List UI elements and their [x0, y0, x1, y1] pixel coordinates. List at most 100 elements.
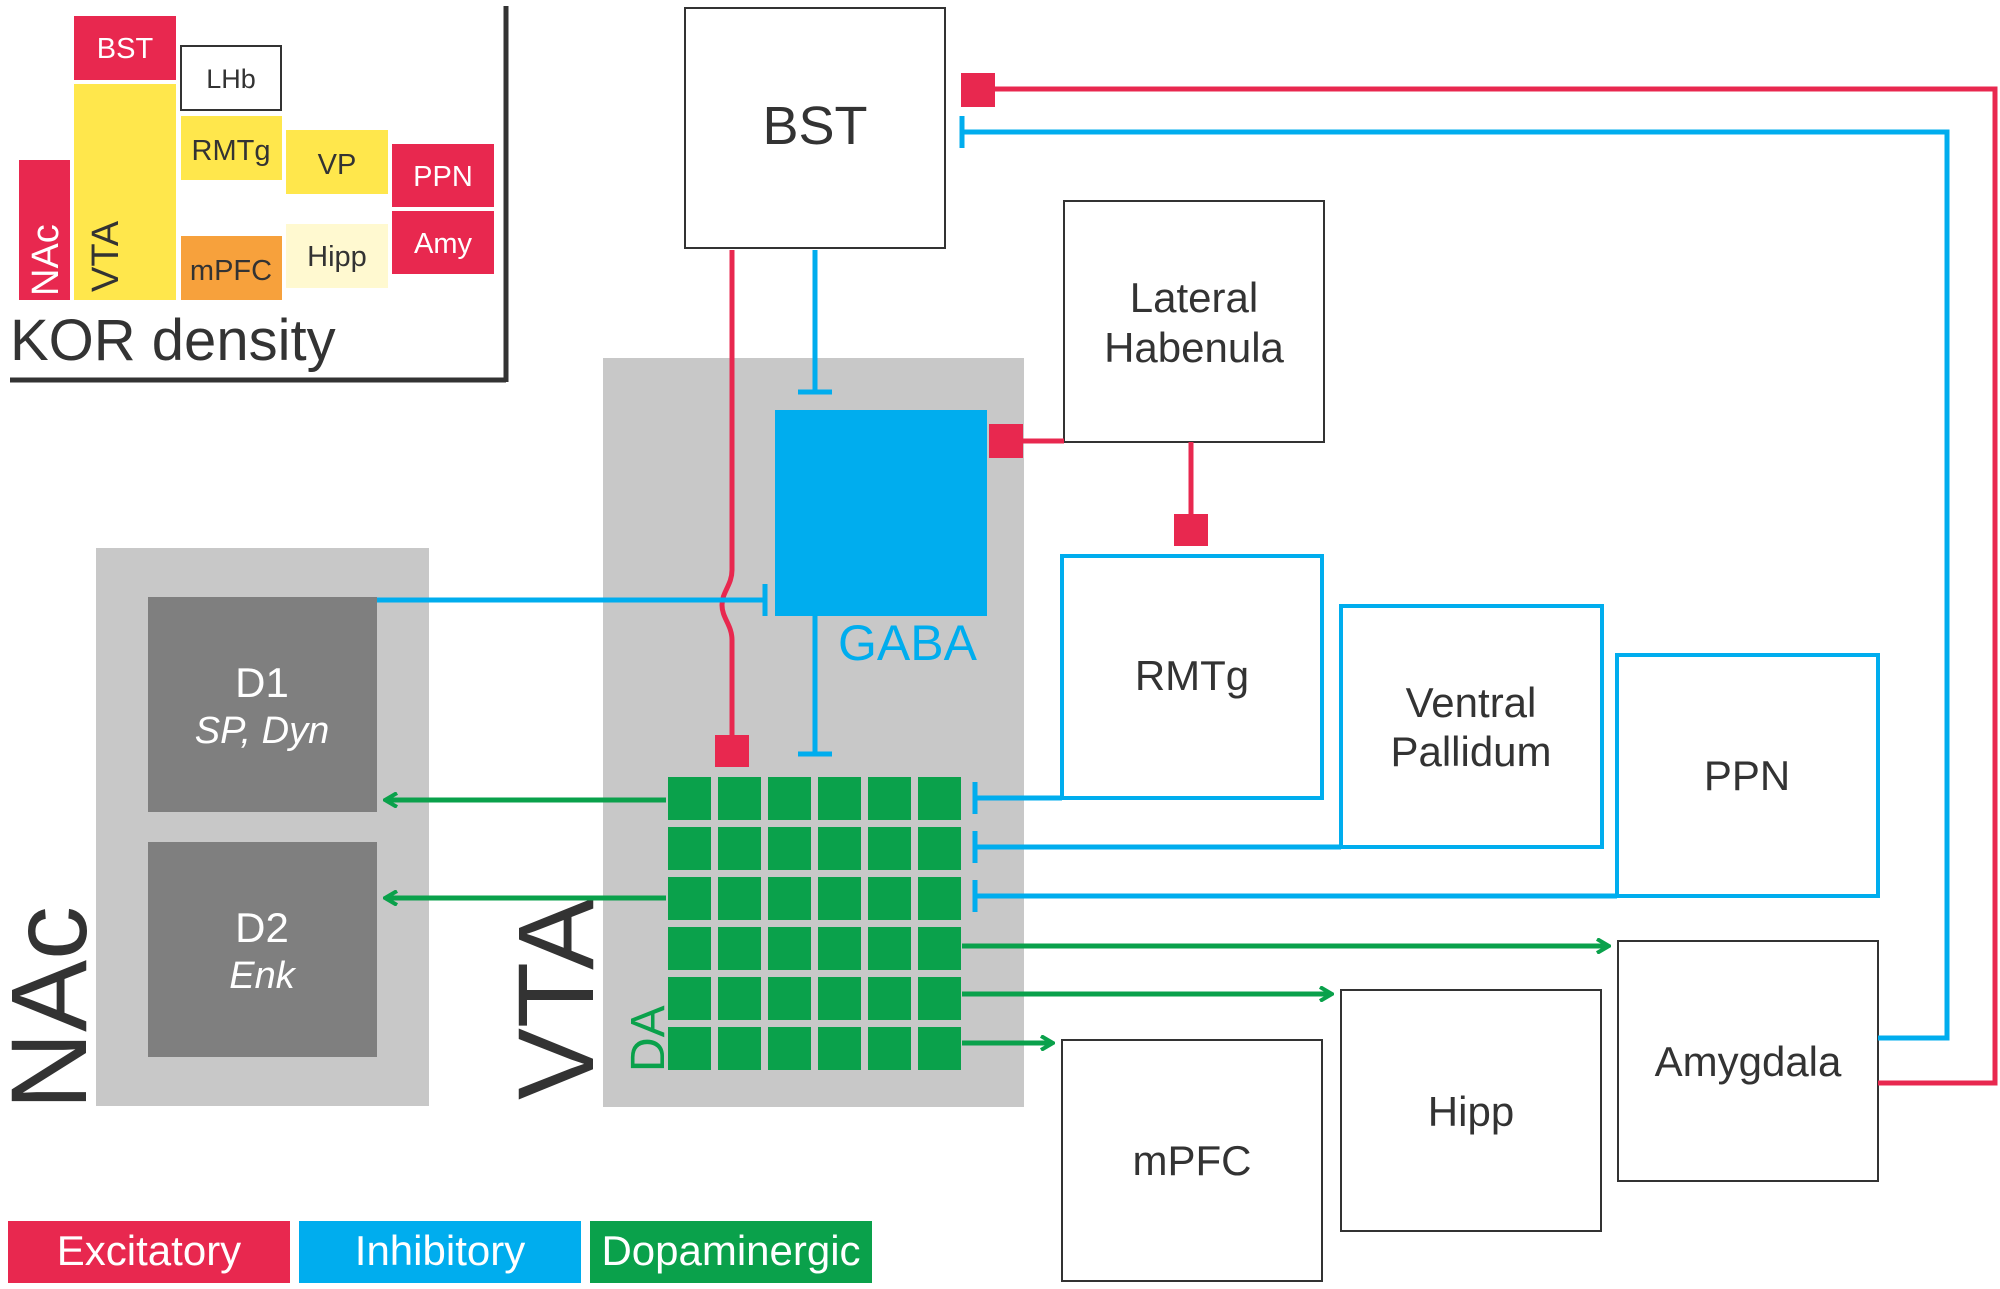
- lateral-habenula-line1: Lateral: [1130, 274, 1258, 321]
- nac-label: NAc: [0, 906, 109, 1110]
- gaba-to-da-inhibitory: [798, 616, 832, 757]
- kor-bar-mpfc-label: mPFC: [190, 255, 272, 287]
- da-neuron-cell: [768, 777, 811, 820]
- da-neuron-cell: [918, 877, 961, 920]
- kor-bar-rmtg: [181, 116, 282, 180]
- da-neuron-cell: [818, 1027, 861, 1070]
- da-neuron-cell: [718, 927, 761, 970]
- da-neuron-cell: [668, 777, 711, 820]
- kor-bar-ppn-label: PPN: [413, 161, 473, 193]
- kor-bar-ppn: [392, 144, 494, 207]
- legend-inhibitory-swatch: [299, 1221, 581, 1283]
- kor-bar-vp: [286, 130, 388, 194]
- da-neuron-cell: [768, 1027, 811, 1070]
- da-neuron-cell: [668, 1027, 711, 1070]
- bst-to-gaba-inhibitory: [798, 250, 832, 395]
- kor-density-title: KOR density: [10, 308, 336, 373]
- da-neuron-cell: [918, 777, 961, 820]
- kor-bar-vp-label: VP: [318, 149, 357, 181]
- da-neuron-cell: [818, 927, 861, 970]
- vta-label: VTA: [495, 898, 616, 1100]
- d1-cell: [148, 597, 377, 812]
- gaba-neuron: [775, 410, 987, 616]
- lateral-habenula-node: [1063, 200, 1325, 443]
- mpfc-node: [1061, 1039, 1323, 1282]
- da-neuron-cell: [768, 977, 811, 1020]
- da-neuron-cell: [668, 877, 711, 920]
- da-neuron-cell: [768, 827, 811, 870]
- da-neuron-cell: [918, 977, 961, 1020]
- d2-cell: [148, 842, 377, 1057]
- d1-to-gaba-inhibitory: [377, 584, 768, 616]
- amygdala-node: [1617, 940, 1879, 1182]
- ppn-to-da-inhibitory: [972, 880, 1617, 912]
- da-neuron-cell: [918, 1027, 961, 1070]
- legend-excitatory-swatch: [8, 1221, 290, 1283]
- ppn-node-label: PPN: [1704, 752, 1790, 799]
- vp-to-da-inhibitory: [972, 831, 1341, 863]
- kor-bar-nac-label: NAc: [25, 224, 67, 296]
- lateral-habenula-line2: Habenula: [1104, 324, 1284, 371]
- da-neuron-cell: [868, 1027, 911, 1070]
- d1-title: D1: [235, 659, 289, 706]
- amygdala-to-bst-inhibitory: [959, 116, 1950, 1041]
- kor-bar-amy-label: Amy: [414, 228, 473, 260]
- d1-subtitle: SP, Dyn: [195, 710, 329, 752]
- lhb-to-gaba-excitatory: [989, 424, 1064, 458]
- lhb-to-rmtg-excitatory: [1174, 442, 1208, 546]
- legend-excitatory-label: Excitatory: [57, 1227, 241, 1274]
- kor-bar-bst-label: BST: [97, 33, 154, 65]
- da-neuron-cell: [818, 977, 861, 1020]
- kor-bar-vta-label: VTA: [85, 220, 127, 292]
- kor-bar-mpfc: [181, 236, 282, 300]
- ventral-pallidum-line1: Ventral: [1406, 679, 1537, 726]
- da-neuron-cell: [718, 1027, 761, 1070]
- da-neuron-cell: [668, 827, 711, 870]
- da-neuron-cell: [768, 927, 811, 970]
- rmtg-node-label: RMTg: [1135, 652, 1249, 699]
- da-neuron-cell: [868, 877, 911, 920]
- da-neuron-cell: [668, 977, 711, 1020]
- da-neuron-cell: [818, 777, 861, 820]
- legend: Excitatory Inhibitory Dopaminergic: [8, 1221, 872, 1283]
- da-neuron-cell: [668, 927, 711, 970]
- ppn-node: [1615, 653, 1880, 898]
- kor-density-panel: NAc VTA BST LHb RMTg mPFC VP Hipp PPN Am…: [10, 6, 509, 383]
- amygdala-to-bst-excitatory: [961, 73, 1998, 1086]
- da-neuron-cell: [818, 877, 861, 920]
- da-neuron-cell: [868, 777, 911, 820]
- kor-bar-vta: [74, 84, 176, 300]
- ventral-pallidum-line2: Pallidum: [1390, 728, 1551, 775]
- d2-title: D2: [235, 904, 289, 951]
- kor-bar-hipp: [286, 224, 388, 288]
- da-neuron-cell: [718, 877, 761, 920]
- kor-bar-nac: [19, 160, 70, 300]
- da-neuron-cell: [818, 827, 861, 870]
- kor-bar-hipp-label: Hipp: [307, 241, 367, 273]
- hipp-node: [1340, 989, 1602, 1232]
- legend-inhibitory-label: Inhibitory: [355, 1227, 525, 1274]
- da-neuron-cell: [918, 927, 961, 970]
- gaba-label: GABA: [838, 615, 978, 671]
- bst-to-da-excitatory: [715, 250, 749, 767]
- rmtg-to-da-inhibitory: [972, 782, 1062, 814]
- mpfc-node-label: mPFC: [1133, 1137, 1252, 1184]
- da-neuron-cell: [868, 827, 911, 870]
- da-neuron-cell: [918, 827, 961, 870]
- da-neuron-cell: [868, 977, 911, 1020]
- kor-bar-lhb: [180, 45, 282, 111]
- da-neuron-grid: [668, 777, 961, 1070]
- kor-bar-amy: [392, 211, 494, 274]
- da-neuron-cell: [718, 777, 761, 820]
- legend-dopaminergic-swatch: [590, 1221, 872, 1283]
- da-neuron-cell: [868, 927, 911, 970]
- rmtg-node: [1060, 554, 1324, 800]
- amygdala-node-label: Amygdala: [1655, 1038, 1842, 1085]
- hipp-node-label: Hipp: [1428, 1088, 1514, 1135]
- kor-bar-rmtg-label: RMTg: [192, 135, 271, 167]
- kor-bar-lhb-label: LHb: [206, 64, 256, 94]
- da-neuron-cell: [718, 977, 761, 1020]
- bst-node: [684, 7, 946, 249]
- d2-subtitle: Enk: [229, 955, 296, 997]
